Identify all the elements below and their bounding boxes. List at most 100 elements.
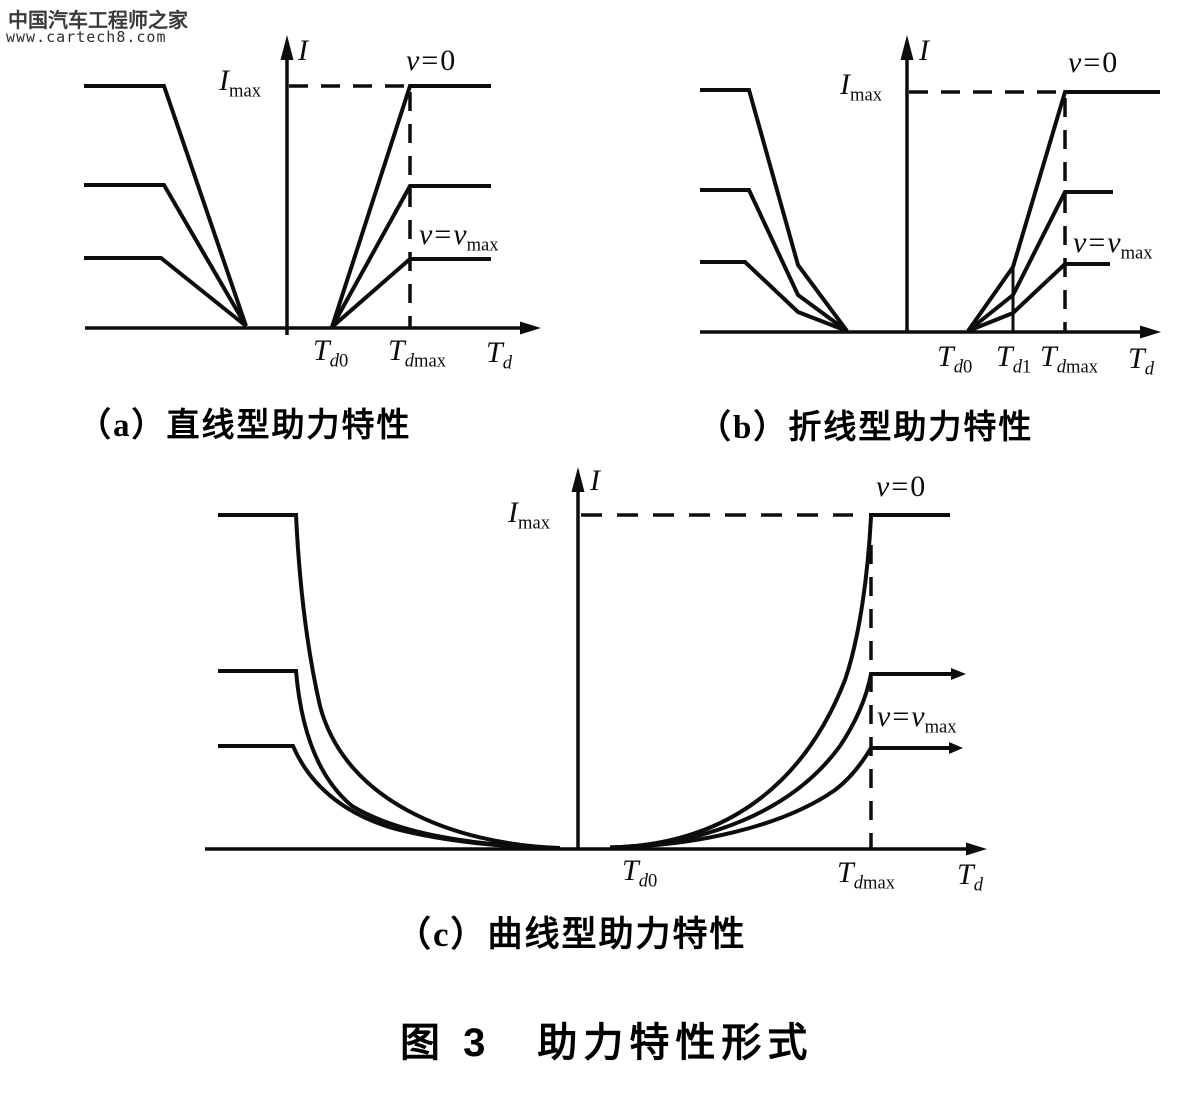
torque-symbol: T: [837, 856, 854, 889]
equals-sign: =: [891, 470, 909, 503]
panel-a-td0-tick-label: Td0: [313, 336, 348, 371]
torque-symbol: T: [388, 334, 405, 367]
panel-a-x-axis-label: Td: [486, 338, 512, 373]
panel-b-curve-mid-right: [966, 190, 1113, 333]
vmax-subscript: max: [1120, 242, 1153, 264]
imax-symbol: I: [840, 68, 850, 101]
torque-symbol: T: [622, 854, 639, 887]
panel-c-caption: （c）曲线型助力特性: [396, 915, 747, 954]
tdmax-subscript-max: max: [413, 350, 446, 372]
panel-a-curve-vmax-right: [330, 257, 491, 329]
panel-b-curve-v0-right: [966, 90, 1160, 333]
vmax-symbol: v: [453, 218, 467, 251]
panel-a-vmax-annotation: v=vmax: [419, 220, 499, 255]
panel-b-x-axis-label: Td: [1128, 344, 1154, 379]
panel-a-imax-label: Imax: [219, 66, 261, 101]
torque-symbol: T: [313, 334, 330, 367]
panel-a-curve-v0-left: [84, 84, 248, 327]
panel-b-curve-vmax-right: [967, 262, 1110, 333]
equals-sign: =: [892, 700, 910, 733]
imax-symbol: I: [508, 496, 518, 529]
vmax-symbol: v: [1107, 226, 1121, 259]
torque-symbol: T: [996, 340, 1013, 373]
td0-subscript-d: d: [953, 356, 963, 378]
panel-c-curve-vmax-left: [218, 744, 554, 850]
panel-a-curve-mid-left: [84, 183, 248, 328]
current-symbol: I: [590, 464, 600, 497]
panel-c-td0-tick-label: Td0: [622, 856, 657, 891]
torque-symbol: T: [937, 340, 954, 373]
td0-subscript-d: d: [638, 870, 648, 892]
panel-c-mid-plateau-arrow-icon: [951, 668, 966, 680]
equals-sign: =: [434, 218, 452, 251]
tdmax-subscript-d: d: [853, 872, 863, 894]
td0-subscript-0: 0: [338, 350, 349, 372]
panel-a-y-axis-label: I: [298, 36, 308, 66]
panel-b-curve-mid-left: [700, 188, 849, 333]
panel-b-caption: （b）折线型助力特性: [698, 410, 1034, 446]
panel-b-y-axis-arrow-icon: [900, 35, 914, 60]
panel-c-curve-mid-left: [218, 669, 558, 850]
panel-a-curve-vmax-left: [84, 256, 248, 328]
td0-subscript-0: 0: [962, 356, 973, 378]
panel-b-y-axis-label: I: [919, 36, 929, 66]
equals-sign: =: [421, 44, 439, 77]
panel-c-curve-v0-right: [609, 513, 950, 850]
equals-sign: =: [1083, 46, 1101, 79]
speed-symbol: v: [1073, 226, 1087, 259]
panel-a-tdmax-tick-label: Tdmax: [388, 336, 446, 371]
panel-c-curve-mid-right: [609, 672, 951, 850]
panel-c-x-axis-arrow-icon: [966, 842, 987, 856]
torque-symbol: T: [1128, 342, 1145, 375]
tdmax-subscript-d: d: [404, 350, 414, 372]
speed-symbol: v: [1068, 46, 1082, 79]
panel-a-y-axis-arrow-icon: [280, 35, 294, 60]
td0-subscript-0: 0: [647, 870, 658, 892]
panel-b-td1-tick-label: Td1: [996, 342, 1031, 377]
panel-b-x-axis-arrow-icon: [1140, 325, 1161, 339]
panel-b-curve-vmax-left: [700, 260, 848, 333]
figure-title: 图 3 助力特性形式: [400, 1021, 814, 1065]
imax-symbol: I: [219, 64, 229, 97]
speed-symbol: v: [419, 218, 433, 251]
panel-b-v0-annotation: v=0: [1068, 48, 1117, 78]
panel-b-curve-v0-left: [700, 88, 849, 333]
panel-c-curve-v0-left: [218, 513, 561, 850]
tdmax-subscript-d: d: [1056, 356, 1066, 378]
current-symbol: I: [298, 34, 308, 67]
panel-c-v0-annotation: v=0: [876, 472, 925, 502]
panel-b-tdmax-tick-label: Tdmax: [1040, 342, 1098, 377]
panel-c-vmax-annotation: v=vmax: [877, 702, 957, 737]
imax-subscript: max: [850, 84, 883, 106]
speed-symbol: v: [406, 44, 420, 77]
panel-a-v0-annotation: v=0: [406, 46, 455, 76]
panel-c-tdmax-tick-label: Tdmax: [837, 858, 895, 893]
td-subscript-d: d: [502, 352, 512, 374]
torque-symbol: T: [486, 336, 503, 369]
panel-c-plot: [205, 467, 987, 856]
zero-value: 0: [910, 470, 926, 503]
panel-c-y-axis-arrow-icon: [571, 467, 585, 492]
panel-b-td0-tick-label: Td0: [937, 342, 972, 377]
panel-b-plot: [700, 35, 1161, 339]
current-symbol: I: [919, 34, 929, 67]
panel-c-x-axis-label: Td: [957, 860, 983, 895]
panel-c-vmax-plateau-arrow-icon: [949, 742, 963, 754]
vmax-subscript: max: [466, 234, 499, 256]
panel-c-curve-vmax-right: [609, 746, 949, 850]
speed-symbol: v: [877, 700, 891, 733]
td0-subscript-d: d: [329, 350, 339, 372]
watermark-site-url: www.cartech8.com: [6, 28, 167, 46]
torque-symbol: T: [957, 858, 974, 891]
imax-subscript: max: [518, 512, 551, 534]
td-subscript-d: d: [1144, 358, 1154, 380]
panel-a-curve-v0-right: [330, 84, 491, 328]
panel-c-y-axis-label: I: [590, 466, 600, 496]
watermark-site-name: 中国汽车工程师之家: [8, 8, 188, 32]
panel-a-caption: （a）直线型助力特性: [78, 408, 412, 444]
imax-subscript: max: [229, 80, 262, 102]
panel-b-imax-label: Imax: [840, 70, 882, 105]
tdmax-subscript-max: max: [1065, 356, 1098, 378]
zero-value: 0: [1102, 46, 1118, 79]
